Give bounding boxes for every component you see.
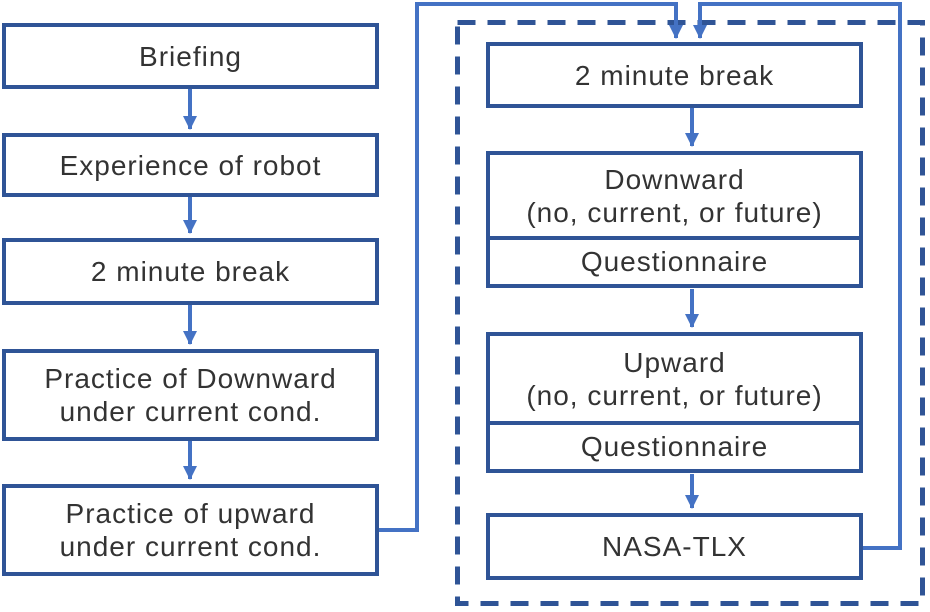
- box-downward-condition: Downward (no, current, or future) Questi…: [486, 151, 863, 288]
- box-practice-upward: Practice of upward under current cond.: [2, 484, 379, 576]
- connector-practice-to-session: [377, 2, 683, 532]
- box-upward-questionnaire: Questionnaire: [490, 421, 859, 469]
- box-2-minute-break-session: 2 minute break: [486, 42, 863, 108]
- box-briefing: Briefing: [2, 23, 379, 89]
- box-upward-condition: Upward (no, current, or future) Question…: [486, 332, 863, 473]
- box-practice-downward: Practice of Downward under current cond.: [2, 349, 379, 441]
- session-dashed-border: [455, 20, 925, 606]
- box-2-minute-break-practice: 2 minute break: [2, 238, 379, 305]
- downward-condition-label: Downward (no, current, or future): [526, 163, 823, 228]
- box-nasa-tlx: NASA-TLX: [486, 513, 863, 580]
- connector-loop-nasa-tlx-to-break: [693, 2, 902, 550]
- box-experience-of-robot: Experience of robot: [2, 133, 379, 197]
- box-downward-questionnaire: Questionnaire: [490, 236, 859, 284]
- upward-condition-label: Upward (no, current, or future): [526, 346, 823, 411]
